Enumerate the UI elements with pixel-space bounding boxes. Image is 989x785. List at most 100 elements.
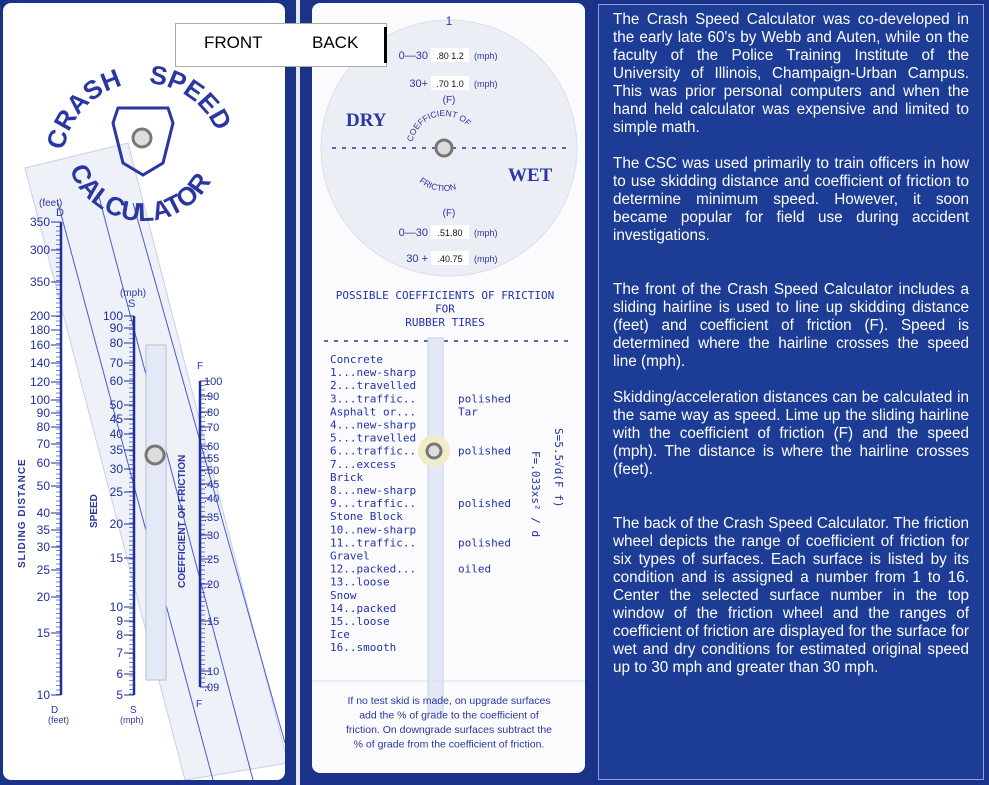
speed-scale-tick-label: 60 [110,374,124,388]
f-label: (F) [443,95,456,106]
distance-scale-tick-label: 180 [30,323,50,337]
surface-condition: polished [458,445,511,458]
surface-item: 15..loose [330,615,390,628]
friction-scale-tick-label: .35 [204,512,219,524]
speed-scale-tick-label: 25 [110,485,124,499]
speed-scale-tick-label: 7 [116,646,123,660]
surface-item: 10..new-sharp [330,523,416,536]
description-paragraph: The front of the Crash Speed Calculator … [613,281,969,370]
view-toggle: FRONT BACK [175,23,387,67]
grade-note: If no test skid is made, on upgrade surf… [347,695,550,707]
back-button[interactable]: BACK [312,33,359,52]
friction-scale-tick-label: .50 [204,465,219,477]
speed-scale-tick-label: 6 [116,667,123,681]
surface-item: 2...travelled [330,379,416,392]
speed-scale-tick-label: 40 [110,427,124,441]
speed-scale-tick-label: 45 [110,412,124,426]
distance-scale-tick-label: 35 [37,523,51,537]
speed-letter-bottom: S [130,705,137,716]
divider [296,0,300,785]
hairline-slider[interactable] [145,344,167,681]
dry-label: DRY [346,110,387,131]
distance-scale-tick-label: 80 [37,420,51,434]
surface-item: 7...excess [330,458,396,471]
distance-scale-tick-label: 50 [37,479,51,493]
surface-item: Gravel [330,550,370,563]
distance-letter-bottom: D [51,705,58,716]
distance-scale-tick-label: 300 [30,243,50,257]
speed-unit-top: (mph) [120,288,146,299]
distance-scale-tick-label: 160 [30,338,50,352]
surface-condition: Tar [458,405,478,418]
friction-scale-tick-label: .90 [204,391,219,403]
distance-scale-tick-label: 350 [30,275,50,289]
speed-scale-tick-label: 90 [110,321,124,335]
friction-heading: POSSIBLE COEFFICIENTS OF FRICTION [336,289,555,302]
wheel-range: 30+ [409,78,428,90]
front-button[interactable]: FRONT [204,33,263,52]
speed-formula: S=5.5√d(F f) [552,428,565,507]
grade-note: add the % of grade to the coefficient of [359,710,539,722]
speed-scale-tick-label: 100 [103,309,123,323]
surface-item: Snow [330,589,357,602]
surface-item: Stone Block [330,510,403,523]
surface-item: 5...travelled [330,432,416,445]
distance-scale-tick-label: 200 [30,309,50,323]
value-window [431,251,469,265]
distance-unit-bottom: (feet) [48,715,69,725]
friction-scale-tick-label: .40 [204,493,219,505]
distance-scale-tick-label: 60 [37,456,51,470]
friction-scale-tick-label: .15 [204,616,219,628]
speed-letter: S [128,298,135,310]
friction-letter-bottom: F [196,699,202,710]
friction-scale-tick-label: .80 [204,407,219,419]
back-card: 1 0—30.80 1.2(mph)30+.70 1.0(mph)0—30.51… [312,3,585,773]
rivet-icon [425,442,443,460]
rivet-icon [434,138,454,158]
wheel-value: .40.75 [437,254,462,264]
speed-scale-tick-label: 15 [110,551,124,565]
value-window [431,76,469,90]
speed-scale-tick-label: 5 [116,688,123,702]
friction-scale-tick-label: .70 [204,422,219,434]
nav-cursor [384,27,387,63]
surface-item: 6...traffic.. [330,445,416,458]
speed-scale-tick-label: 9 [116,614,123,628]
distance-scale-tick-label: 120 [30,375,50,389]
speed-scale-tick-label: 50 [110,398,124,412]
distance-scale-tick-label: 140 [30,356,50,370]
friction-letter: F [197,361,203,372]
rivet-icon [144,444,166,466]
distance-scale-tick-label: 20 [37,590,51,604]
speed-scale-tick-label: 10 [110,600,124,614]
surface-condition: oiled [458,563,491,576]
rivet-icon [131,127,153,149]
wheel-unit: (mph) [474,79,498,89]
friction-scale-tick-label: .55 [204,453,219,465]
wheel-value: .70 1.0 [436,79,464,89]
speed-scale-tick-label: 70 [110,356,124,370]
hairline-slider[interactable] [427,337,444,714]
grade-note: % of grade from the coefficient of frict… [354,739,545,751]
friction-scale-tick-label: .20 [204,579,219,591]
distance-scale-tick-label: 100 [30,393,50,407]
description-paragraph: The CSC was used primarily to train offi… [613,155,969,244]
speed-scale-tick-label: 30 [110,462,124,476]
back-card-graphic: 1 0—30.80 1.2(mph)30+.70 1.0(mph)0—30.51… [312,14,585,751]
surface-item: 9...traffic.. [330,497,416,510]
wheel-unit: (mph) [474,228,498,238]
window-number: 1 [446,14,453,28]
speed-scale-tick-label: 80 [110,336,124,350]
surface-item: 3...traffic.. [330,392,416,405]
friction-scale-tick-label: .09 [204,682,219,694]
wheel-range: 0—30 [399,227,428,239]
friction-heading: RUBBER TIRES [405,316,484,329]
friction-scale-tick-label: .45 [204,479,219,491]
surface-item: Ice [330,628,350,641]
friction-heading: FOR [435,303,455,316]
friction-scale-tick-label: .30 [204,530,219,542]
surface-condition: polished [458,497,511,510]
shield-icon [111,106,175,177]
